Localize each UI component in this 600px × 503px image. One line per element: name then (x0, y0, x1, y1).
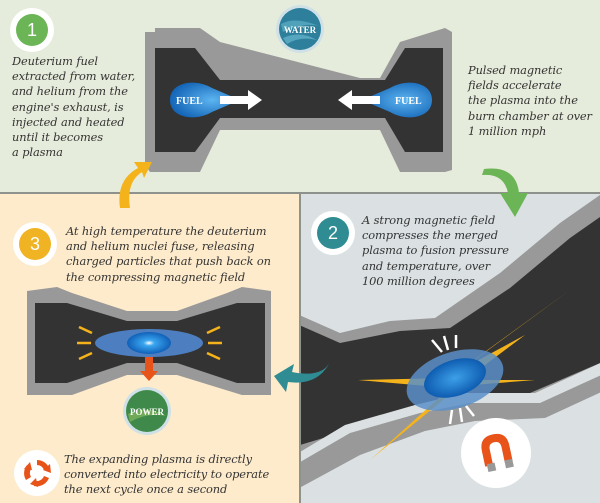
text-line: engine's exhaust, is (12, 99, 124, 114)
step-3-description: At high temperature the deuterium and he… (66, 224, 271, 285)
arrow-right-icon (220, 90, 262, 110)
fuel-label-left: FUEL (176, 96, 203, 107)
text-line: 1 million mph (468, 123, 547, 138)
teal-cycle-arrow (274, 362, 330, 392)
final-description: The expanding plasma is directly convert… (64, 452, 269, 498)
step-1-badge: 1 (10, 8, 54, 52)
step-number: 1 (16, 14, 48, 46)
step-number: 3 (19, 228, 51, 260)
text-line: charged particles that push back on (66, 254, 271, 269)
text-line: burn chamber at over (468, 108, 592, 123)
fuel-injection-chamber: FUEL FUEL (145, 28, 452, 172)
text-line: plasma to fusion pressure (362, 243, 509, 258)
text-line: converted into electricity to operate (64, 467, 270, 482)
magnet-icon (481, 433, 514, 473)
text-line: the compressing magnetic field (66, 269, 246, 284)
text-line: Deuterium fuel (12, 54, 98, 68)
text-line: compresses the merged (362, 228, 498, 243)
fusion-chamber (27, 287, 271, 395)
text-line: injected and heated (12, 114, 125, 129)
power-globe: POWER (123, 387, 171, 435)
text-line: and helium nuclei fuse, releasing (66, 239, 255, 254)
text-line: Pulsed magnetic (468, 63, 563, 77)
arrow-down-icon (140, 357, 158, 381)
green-cycle-arrow (482, 168, 528, 217)
pulse-description: Pulsed magnetic fields accelerate the pl… (468, 63, 592, 139)
arrow-left-icon (338, 90, 380, 110)
text-line: and temperature, over (362, 258, 491, 273)
text-line: the plasma into the (468, 93, 578, 108)
step-1-description: Deuterium fuel extracted from water, and… (12, 54, 135, 160)
text-line: extracted from water, (12, 69, 136, 84)
text-line: A strong magnetic field (362, 213, 496, 227)
text-line: At high temperature the deuterium (66, 224, 267, 238)
step-2-badge: 2 (311, 211, 355, 255)
fuel-label-right: FUEL (395, 96, 422, 107)
water-globe: WATER (276, 5, 324, 53)
text-line: The expanding plasma is directly (64, 452, 252, 466)
step-number: 2 (317, 217, 349, 249)
magnet-badge (461, 418, 531, 488)
text-line: until it becomes (12, 130, 104, 145)
recycle-badge (14, 450, 60, 496)
water-label: WATER (284, 25, 317, 35)
text-line: a plasma (12, 145, 63, 160)
text-line: fields accelerate (468, 78, 562, 93)
text-line: and helium from the (12, 84, 128, 99)
step-2-description: A strong magnetic field compresses the m… (362, 213, 509, 289)
text-line: 100 million degrees (362, 273, 475, 288)
yellow-cycle-arrow (119, 162, 152, 208)
divider (299, 193, 301, 503)
text-line: the next cycle once a second (64, 482, 228, 497)
recycle-icon (24, 460, 51, 487)
power-label: POWER (130, 407, 165, 417)
compressed-plasma (358, 290, 570, 460)
step-3-badge: 3 (13, 222, 57, 266)
